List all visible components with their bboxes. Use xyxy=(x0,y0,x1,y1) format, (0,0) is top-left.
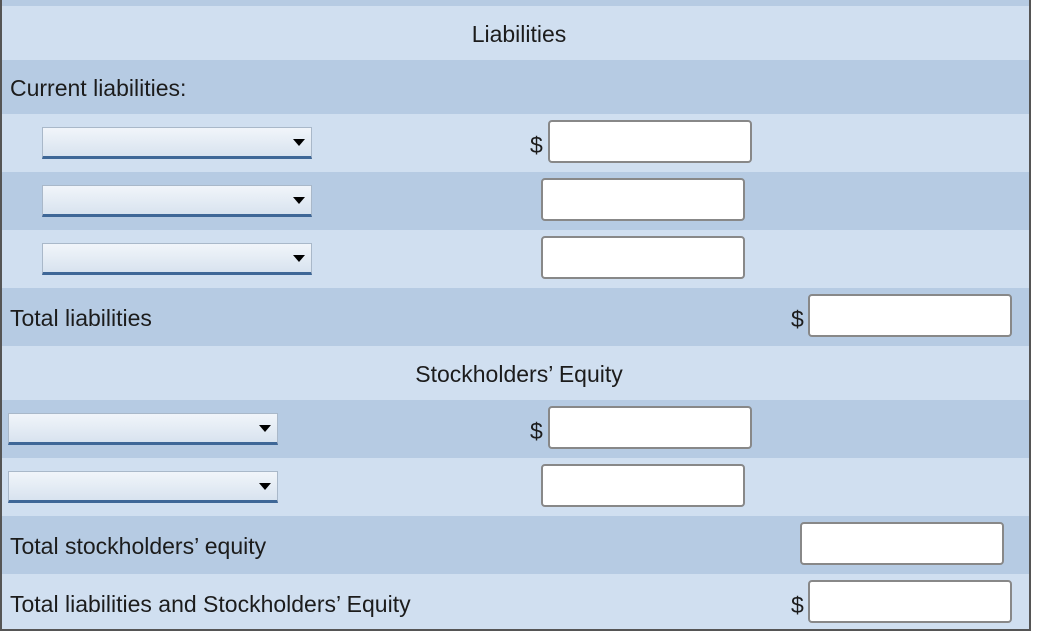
dollar-sign: $ xyxy=(791,592,804,618)
liability-1-dropdown[interactable] xyxy=(42,127,312,159)
equity-1-amount-input[interactable] xyxy=(548,406,752,449)
liability-2-dropdown[interactable] xyxy=(42,185,312,217)
dropdown-arrow-icon xyxy=(293,197,305,204)
liability-3-dropdown[interactable] xyxy=(42,243,312,275)
dropdown-arrow-icon xyxy=(259,425,271,432)
dollar-sign: $ xyxy=(530,132,543,158)
liabilities-heading-row: Liabilities xyxy=(2,6,1029,60)
current-liabilities-row: Current liabilities: xyxy=(2,60,1029,114)
equity-heading-row: Stockholders’ Equity xyxy=(2,346,1029,400)
total-liabilities-equity-label: Total liabilities and Stockholders’ Equi… xyxy=(10,591,411,617)
equity-row-1: $ xyxy=(2,400,1029,458)
liability-row-3 xyxy=(2,230,1029,288)
equity-1-dropdown[interactable] xyxy=(8,413,278,445)
top-strip xyxy=(2,0,1029,6)
dropdown-arrow-icon xyxy=(293,255,305,262)
equity-row-2 xyxy=(2,458,1029,516)
dollar-sign: $ xyxy=(530,418,543,444)
equity-heading: Stockholders’ Equity xyxy=(415,361,623,387)
total-liabilities-equity-input[interactable] xyxy=(808,580,1012,623)
dropdown-arrow-icon xyxy=(293,139,305,146)
liability-row-1: $ xyxy=(2,114,1029,172)
total-liabilities-label: Total liabilities xyxy=(10,305,152,331)
total-equity-label: Total stockholders’ equity xyxy=(10,533,267,559)
total-liabilities-input[interactable] xyxy=(808,294,1012,337)
total-liabilities-row: Total liabilities $ xyxy=(2,288,1029,346)
total-liabilities-equity-row: Total liabilities and Stockholders’ Equi… xyxy=(2,574,1029,629)
equity-2-dropdown[interactable] xyxy=(8,471,278,503)
dropdown-arrow-icon xyxy=(259,483,271,490)
total-equity-input[interactable] xyxy=(800,522,1004,565)
current-liabilities-label: Current liabilities: xyxy=(10,75,187,101)
dollar-sign: $ xyxy=(791,306,804,332)
liability-2-amount-input[interactable] xyxy=(541,178,745,221)
total-equity-row: Total stockholders’ equity xyxy=(2,516,1029,574)
liability-1-amount-input[interactable] xyxy=(548,120,752,163)
equity-2-amount-input[interactable] xyxy=(541,464,745,507)
liability-3-amount-input[interactable] xyxy=(541,236,745,279)
liability-row-2 xyxy=(2,172,1029,230)
liabilities-heading: Liabilities xyxy=(471,21,567,47)
